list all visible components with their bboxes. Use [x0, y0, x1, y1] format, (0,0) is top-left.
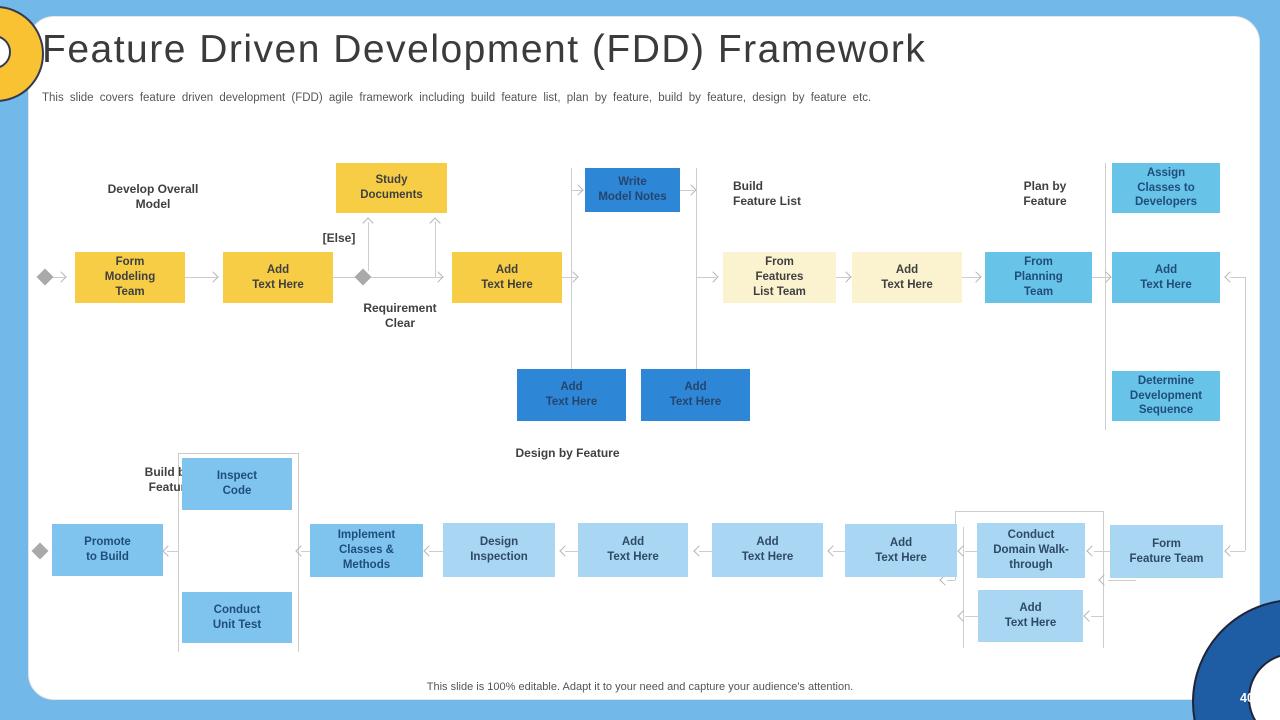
page-number: 40 [1240, 691, 1254, 705]
connector-line [371, 277, 443, 278]
label-requirement-clear: Requirement Clear [363, 301, 437, 330]
connector-line [429, 551, 443, 552]
connector-line [1094, 551, 1110, 552]
node-from-features-list-team[interactable]: From Features List Team [723, 252, 836, 303]
node-form-feature-team[interactable]: Form Feature Team [1110, 525, 1223, 578]
node-add-text-6[interactable]: Add Text Here [1112, 252, 1220, 303]
connector-line [833, 551, 845, 552]
node-write-model-notes[interactable]: Write Model Notes [585, 168, 680, 212]
bracket-line [178, 453, 298, 454]
slide-subtitle: This slide covers feature driven develop… [42, 92, 872, 104]
node-add-text-7[interactable]: Add Text Here [578, 523, 688, 577]
node-add-text-1[interactable]: Add Text Here [223, 252, 333, 303]
swimlane-line [1105, 163, 1106, 430]
swimlane-line [571, 168, 572, 369]
node-study-documents[interactable]: Study Documents [336, 163, 447, 213]
label-design-by-feature: Design by Feature [515, 446, 620, 460]
node-promote-to-build[interactable]: Promote to Build [52, 524, 163, 576]
connector-line [53, 277, 65, 278]
donut-hole [1248, 653, 1280, 720]
connector-line [965, 551, 977, 552]
connector-line [562, 277, 576, 278]
connector-line [368, 222, 369, 271]
connector-line [1245, 277, 1246, 551]
label-build-feature-list: Build Feature List [733, 179, 802, 208]
node-add-text-2[interactable]: Add Text Here [452, 252, 562, 303]
slide-content-panel [28, 16, 1260, 700]
footer-note: This slide is 100% editable. Adapt it to… [426, 681, 854, 693]
node-add-text-3[interactable]: Add Text Here [517, 369, 626, 421]
connector-line [962, 277, 980, 278]
node-design-inspection[interactable]: Design Inspection [443, 523, 555, 577]
connector-line [167, 551, 178, 552]
connector-line [333, 277, 355, 278]
node-assign-classes-to-developers[interactable]: Assign Classes to Developers [1112, 163, 1220, 213]
connector-line [565, 551, 578, 552]
node-conduct-unit-test[interactable]: Conduct Unit Test [182, 592, 292, 643]
connector-line [1092, 277, 1110, 278]
label-else-guard: [Else] [322, 231, 356, 245]
label-develop-overall-model: Develop Overall Model [107, 182, 199, 211]
blue-donut-decoration [1192, 599, 1280, 720]
bracket-line [178, 453, 179, 652]
connector-line [947, 580, 955, 581]
connector-line [699, 551, 712, 552]
connector-line [1230, 277, 1245, 278]
bracket-line [298, 453, 299, 652]
connector-line [1091, 616, 1103, 617]
swimlane-line [696, 168, 697, 369]
page-title: Feature Driven Development (FDD) Framewo… [42, 28, 927, 71]
label-build-by-feature: Build by Feature [144, 465, 192, 494]
bracket-line [955, 511, 1103, 512]
donut-hole [0, 35, 11, 69]
node-determine-development-sequence[interactable]: Determine Development Sequence [1112, 371, 1220, 421]
connector-line [435, 222, 436, 277]
connector-line [680, 190, 694, 191]
node-from-planning-team[interactable]: From Planning Team [985, 252, 1092, 303]
node-add-text-9[interactable]: Add Text Here [845, 524, 957, 577]
connector-line [185, 277, 217, 278]
connector-line [836, 277, 850, 278]
bracket-line [963, 527, 964, 648]
node-add-text-5[interactable]: Add Text Here [852, 252, 962, 303]
node-add-text-4[interactable]: Add Text Here [641, 369, 750, 421]
connector-line [965, 616, 978, 617]
node-inspect-code[interactable]: Inspect Code [182, 458, 292, 510]
connector-line [1108, 580, 1136, 581]
node-conduct-domain-walkthrough[interactable]: Conduct Domain Walk- through [977, 523, 1085, 578]
node-implement-classes-methods[interactable]: Implement Classes & Methods [310, 524, 423, 577]
connector-line [571, 190, 582, 191]
connector-line [1230, 551, 1245, 552]
node-add-text-8[interactable]: Add Text Here [712, 523, 823, 577]
connector-line [696, 277, 716, 278]
node-form-modeling-team[interactable]: Form Modeling Team [75, 252, 185, 303]
connector-line [301, 551, 310, 552]
node-add-text-10[interactable]: Add Text Here [978, 590, 1083, 642]
bracket-line [1103, 511, 1104, 648]
label-plan-by-feature: Plan by Feature [1023, 179, 1067, 208]
